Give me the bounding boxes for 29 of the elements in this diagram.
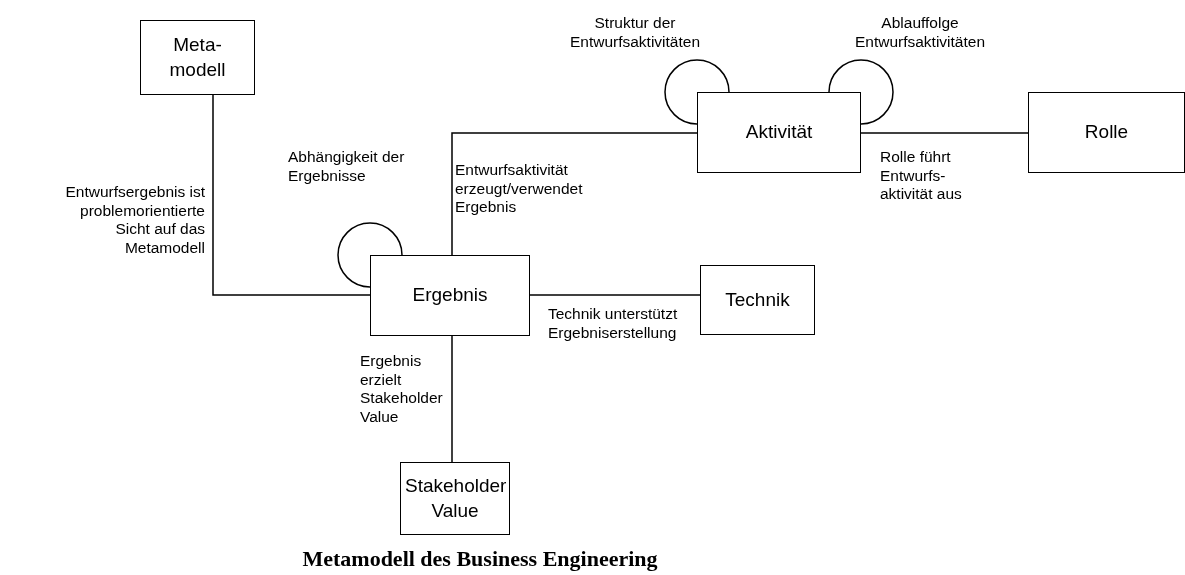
entity-name: Aktivität	[745, 120, 813, 145]
edge-label: Rolle führt Entwurfs- aktivität aus	[880, 148, 963, 204]
entity-box	[400, 462, 510, 535]
diagram-title: Metamodell des Business Engineering	[301, 546, 659, 572]
connector-line	[860, 132, 1029, 134]
entity-box	[1028, 92, 1185, 173]
connector-line	[451, 132, 698, 256]
entity-name: Technik	[725, 287, 790, 312]
connector-line	[451, 335, 453, 463]
edge-label: Entwurfsergebnis ist problemorientierte Sicht auf das Metamodell	[64, 183, 205, 258]
entity-box	[700, 265, 815, 335]
entity-name: Stakeholder Value	[405, 473, 505, 523]
self-loop-connector	[337, 222, 403, 288]
connector-line	[212, 94, 371, 296]
self-loop-connector	[664, 59, 730, 125]
connector-line	[529, 294, 701, 296]
edge-label: Technik unterstützt Ergebniserstellung	[548, 305, 679, 343]
edge-label: Abhängigkeit der Ergebnisse	[288, 148, 406, 186]
entity-box	[697, 92, 861, 173]
edge-label: Entwurfsaktivität erzeugt/verwendet Ergebnis	[455, 161, 584, 217]
edge-label: Ergebnis erzielt Stakeholder Value	[360, 352, 444, 427]
edge-label: Struktur der Entwurfsaktivitäten	[568, 14, 702, 52]
entity-name: Meta- modell	[168, 32, 227, 82]
entity-name: Rolle	[1084, 120, 1129, 145]
edge-label: Ablauffolge Entwurfsaktivitäten	[853, 14, 987, 52]
entity-name: Ergebnis	[412, 283, 488, 308]
entity-box	[140, 20, 255, 95]
entity-box	[370, 255, 530, 336]
self-loop-connector	[828, 59, 894, 125]
